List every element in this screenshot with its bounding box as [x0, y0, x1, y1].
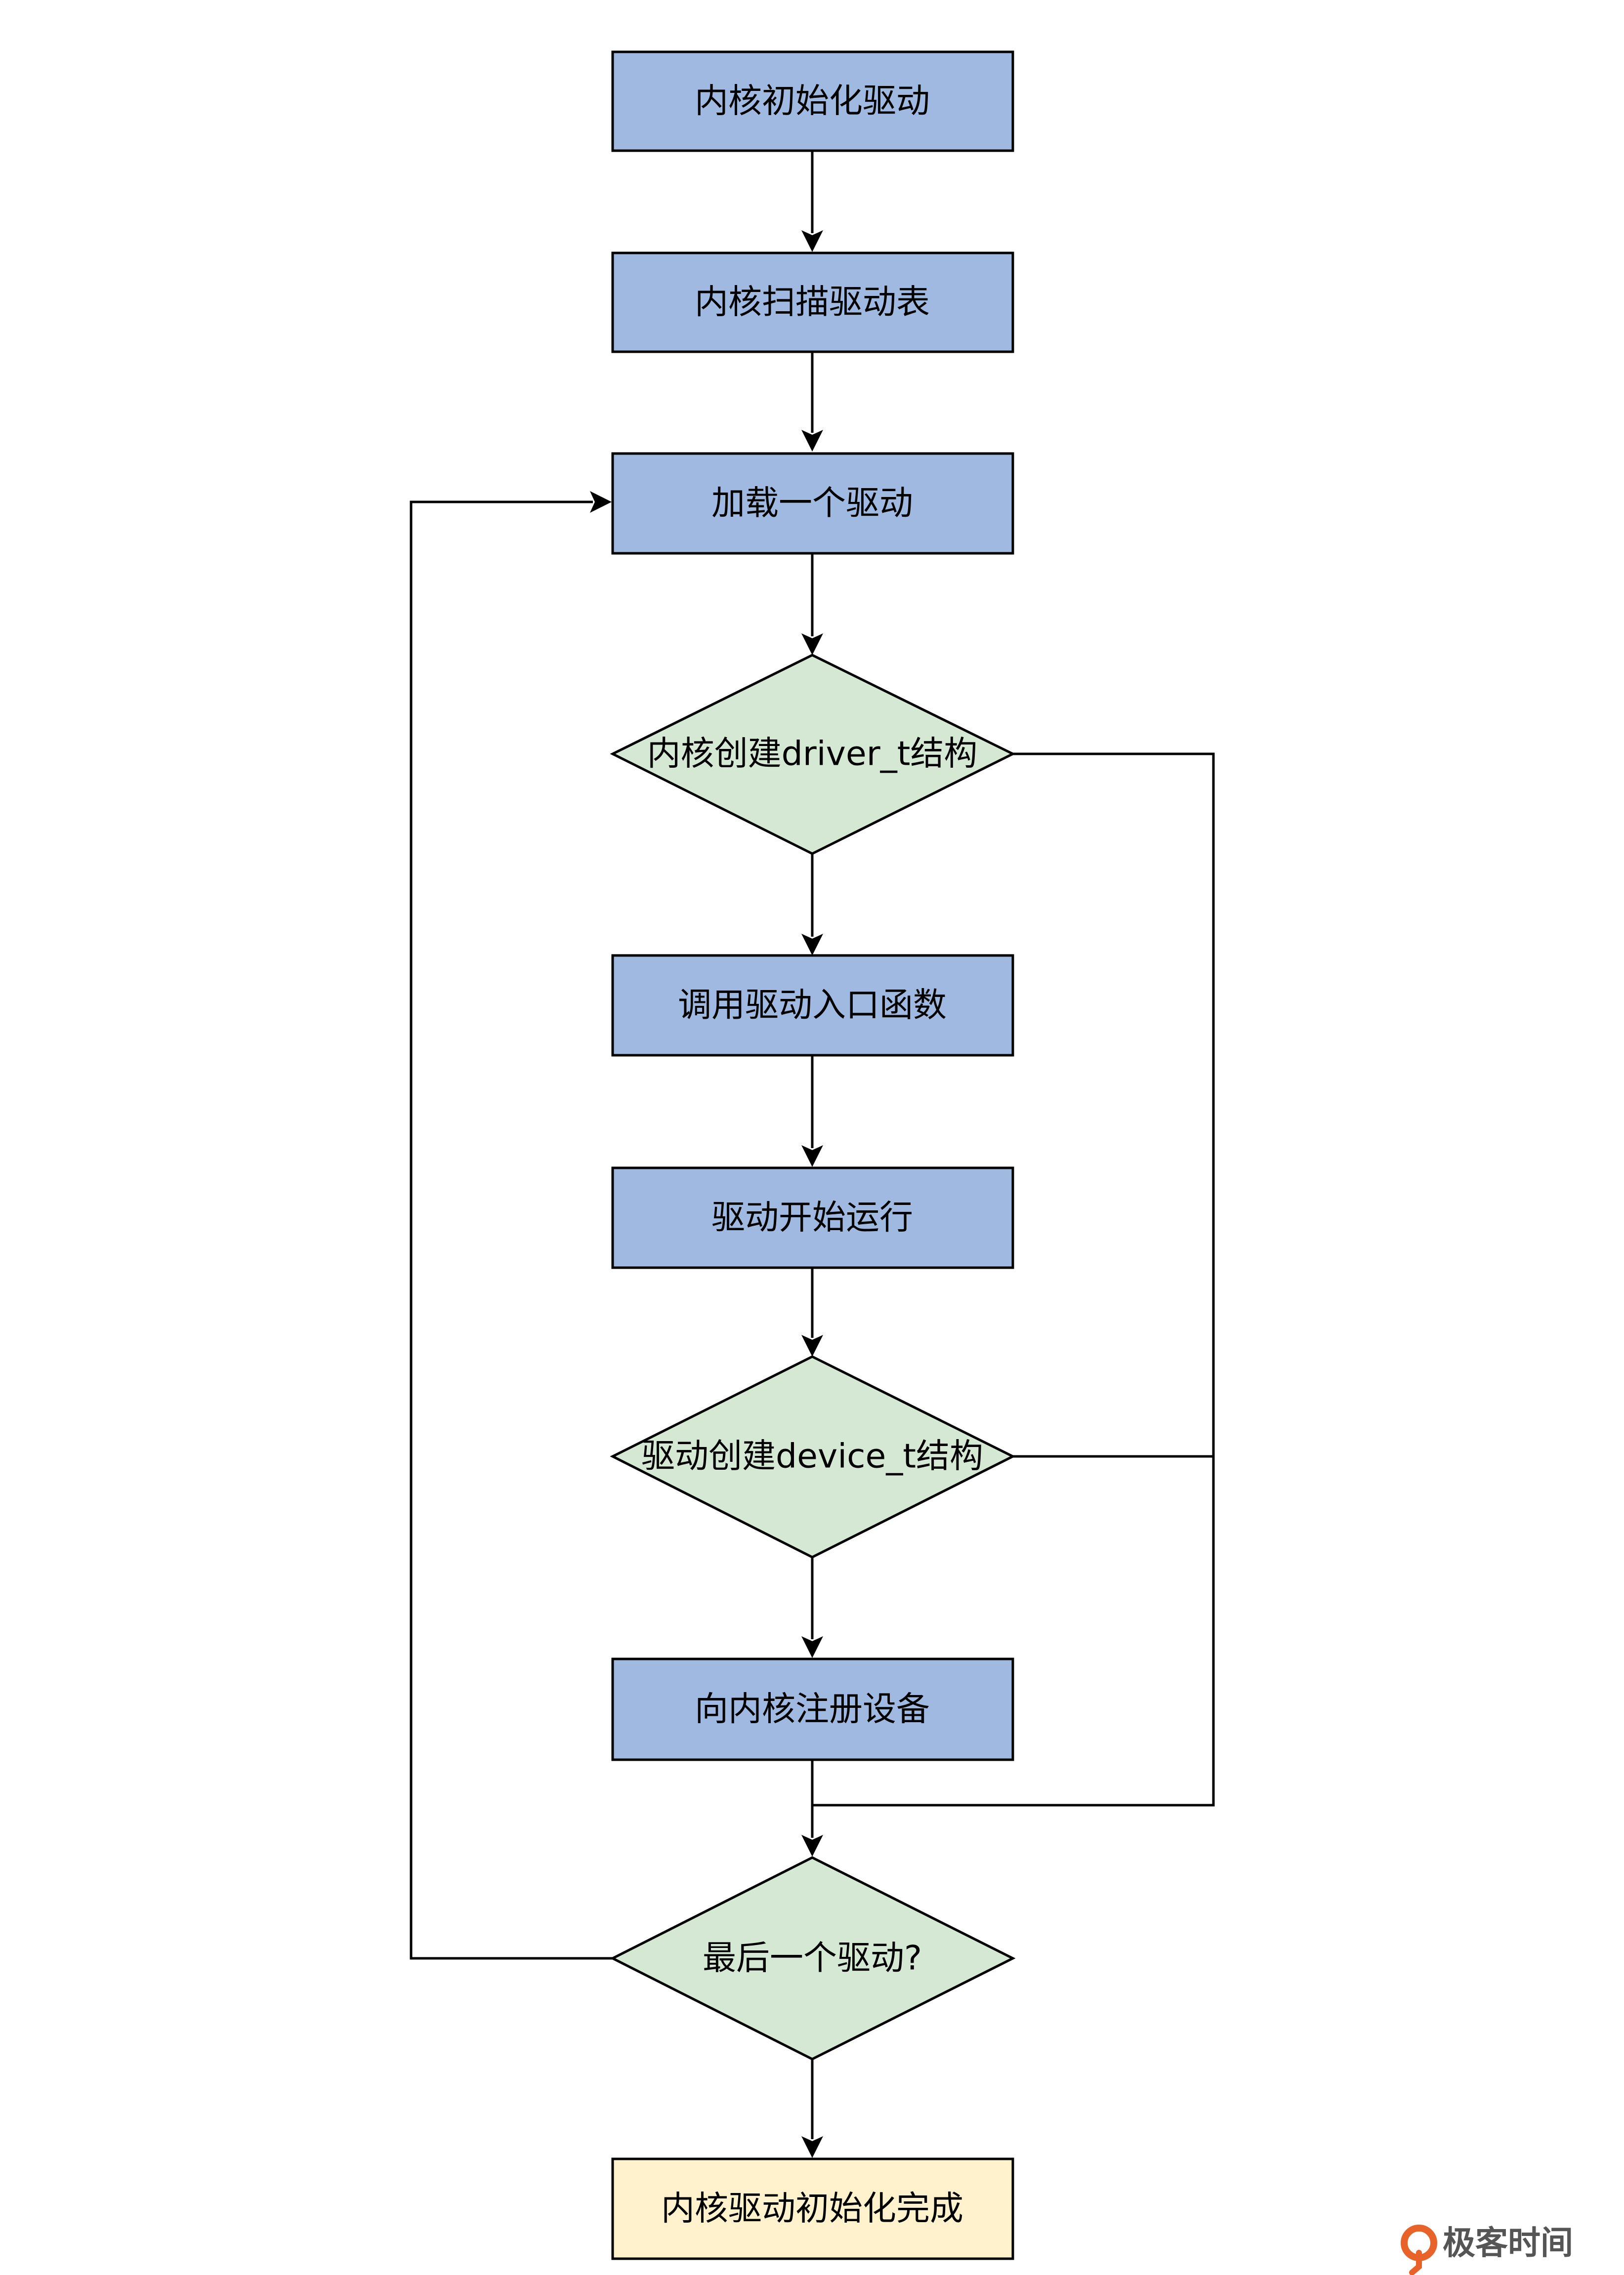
- node-init-driver: 内核初始化驱动: [611, 50, 1014, 152]
- node-label: 内核初始化驱动: [695, 82, 930, 121]
- edge-create-driver-fail-path: [812, 752, 1215, 1807]
- arrowhead-run: [801, 1145, 823, 1167]
- arrowhead-load: [801, 430, 823, 452]
- node-load-driver: 加载一个驱动: [611, 452, 1014, 555]
- arrowhead-call-entry: [801, 934, 823, 955]
- geekbang-logo-icon: [1401, 2225, 1437, 2275]
- node-driver-run: 驱动开始运行: [611, 1166, 1014, 1269]
- edges: [410, 151, 1215, 2158]
- node-create-driver-t: 内核创建driver_t结构: [610, 654, 1016, 855]
- node-label: 内核扫描驱动表: [695, 283, 930, 322]
- node-label: 内核创建driver_t结构: [647, 735, 978, 774]
- node-create-device-t: 驱动创建device_t结构: [610, 1355, 1016, 1559]
- arrowhead-create-device: [801, 1335, 823, 1357]
- process-box: [611, 954, 1014, 1057]
- process-box: [611, 50, 1014, 152]
- node-register-device: 向内核注册设备: [611, 1657, 1014, 1761]
- node-label: 驱动开始运行: [711, 1199, 913, 1238]
- node-label: 驱动创建device_t结构: [641, 1437, 983, 1476]
- decision-diamond: [610, 1355, 1016, 1559]
- node-label: 内核驱动初始化完成: [661, 2190, 963, 2229]
- arrowhead-scan: [801, 230, 823, 252]
- process-box: [611, 1657, 1014, 1761]
- process-box: [611, 452, 1014, 555]
- node-label: 最后一个驱动?: [703, 1939, 922, 1978]
- node-scan-table: 内核扫描驱动表: [611, 251, 1014, 353]
- arrowhead-last: [801, 1835, 823, 1857]
- arrowhead-loop-back: [590, 491, 612, 513]
- decision-diamond: [610, 654, 1016, 855]
- node-last-driver: 最后一个驱动?: [610, 1856, 1016, 2061]
- process-box: [611, 1166, 1014, 1269]
- node-label: 向内核注册设备: [695, 1690, 930, 1729]
- node-label: 加载一个驱动: [711, 484, 913, 523]
- process-box: [611, 251, 1014, 353]
- arrowhead-done: [801, 2136, 823, 2158]
- end-box: [611, 2157, 1014, 2260]
- node-call-entry: 调用驱动入口函数: [611, 954, 1014, 1057]
- node-init-done: 内核驱动初始化完成: [611, 2157, 1014, 2260]
- node-label: 调用驱动入口函数: [678, 986, 947, 1025]
- watermark-text: 极客时间: [1443, 2224, 1573, 2262]
- arrowhead-create-driver: [801, 633, 823, 655]
- arrowhead-register: [801, 1636, 823, 1658]
- watermark: 极客时间: [1401, 2224, 1573, 2275]
- edge-loop-back: [410, 500, 613, 1960]
- decision-diamond: [610, 1856, 1016, 2061]
